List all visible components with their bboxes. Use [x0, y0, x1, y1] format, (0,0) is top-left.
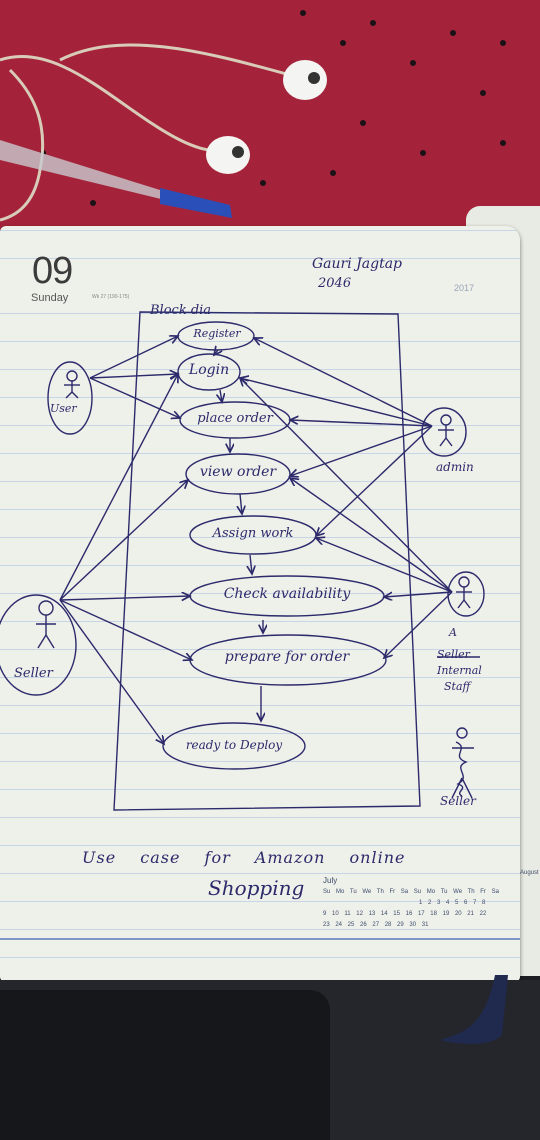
actor-internal-staff-outline [447, 571, 485, 617]
user-association [89, 374, 178, 378]
actor-seller-figure [36, 600, 56, 649]
calendar-row: 23 24 25 26 27 28 29 30 31 [323, 922, 429, 928]
flow-arrow [214, 350, 218, 355]
actor-user-figure [64, 370, 80, 399]
staff-association [316, 538, 453, 593]
seller-association [59, 374, 178, 601]
calendar-row: 1 2 3 4 5 6 7 8 [419, 900, 486, 906]
diary-date-number: 09 [32, 250, 73, 292]
year-tab: 2017 [454, 283, 475, 293]
use-case-place-order-label: place order [197, 411, 273, 426]
calendar-row: 9 10 11 12 13 14 15 16 17 18 19 20 21 22 [323, 911, 487, 917]
background-fabric [0, 0, 540, 240]
fabric-dot [330, 170, 336, 176]
seller-association [59, 480, 188, 601]
fabric-dot [360, 120, 366, 126]
actor-user-outline [47, 361, 93, 435]
system-boundary [113, 311, 421, 811]
flow-arrow [220, 389, 222, 402]
admin-association [254, 338, 433, 427]
fabric-dot [340, 40, 346, 46]
staff-association [240, 378, 453, 593]
use-case-prepare-order-label: prepare for order [224, 649, 350, 665]
flow-arrow [250, 554, 252, 574]
diagram-title: Block dia [150, 303, 212, 318]
actor-seller-outline [0, 594, 77, 696]
flow-arrow [240, 493, 242, 514]
admin-association [240, 378, 433, 427]
use-case-login-label: Login [188, 362, 230, 378]
actor-internal-label-line1: Internal [437, 664, 482, 677]
use-case-assign-work-label: Assign work [212, 526, 294, 541]
actor-admin-figure [438, 414, 454, 447]
actor-admin-outline [421, 407, 467, 457]
caption-line1: Use case for Amazon online [82, 848, 406, 867]
actor-internal-struck-label: Seller [437, 648, 470, 661]
fabric-dot [260, 180, 266, 186]
actor-internal-staff-figure [456, 576, 472, 609]
diary-page [0, 226, 520, 981]
fabric-dot [410, 60, 416, 66]
diary-week-info: Wk 27 (190-175) [92, 294, 130, 300]
earphones-illustration [0, 43, 327, 222]
staff-association [384, 591, 453, 658]
page-divider-line [0, 938, 520, 940]
calendar-days-header: Su Mo Tu We Th Fr Sa Su Mo Tu We Th Fr S… [323, 889, 499, 895]
mini-calendar: July Su Mo Tu We Th Fr Sa Su Mo Tu We Th… [323, 876, 499, 931]
fabric-dot [90, 200, 96, 206]
use-case-view-order-label: view order [199, 464, 277, 480]
fabric-dot [370, 20, 376, 26]
staff-association [290, 478, 453, 593]
user-association [89, 336, 178, 379]
fabric-dot [420, 150, 426, 156]
calendar-next-month: August [520, 870, 539, 876]
use-case-ready-to-deploy [162, 722, 306, 770]
diary-day-name: Sunday [31, 292, 69, 304]
actor-seller-right-figure [451, 727, 474, 799]
author-name: Gauri Jagtap [312, 256, 403, 272]
author-id: 2046 [318, 276, 352, 291]
calendar-month: July [323, 876, 338, 885]
user-association [89, 377, 180, 418]
use-case-register-label: Register [193, 327, 241, 340]
fabric-dot [300, 10, 306, 16]
seller-association [59, 599, 164, 744]
background-bag [0, 990, 330, 1140]
actor-user-label: User [50, 402, 77, 415]
use-case-check-availability-label: Check availability [223, 586, 351, 602]
admin-association [290, 425, 433, 476]
fabric-dot [500, 140, 506, 146]
seller-association [59, 599, 192, 660]
actor-seller-label: Seller [14, 666, 53, 681]
fabric-dot [450, 30, 456, 36]
admin-association [316, 425, 433, 536]
fabric-dot [500, 40, 506, 46]
bookmark-ribbon [440, 975, 508, 1044]
actor-seller-right-label: Seller [440, 794, 476, 808]
staff-association [384, 591, 453, 597]
admin-association [290, 420, 433, 427]
seller-association [59, 596, 190, 600]
fabric-dot [480, 90, 486, 96]
actor-internal-prefix: A [449, 626, 457, 639]
actor-internal-label-line2: Staff [444, 680, 471, 693]
caption-line2: Shopping [208, 876, 305, 900]
use-case-ready-to-deploy-label: ready to Deploy [185, 738, 283, 752]
actor-admin-label: admin [436, 460, 474, 474]
